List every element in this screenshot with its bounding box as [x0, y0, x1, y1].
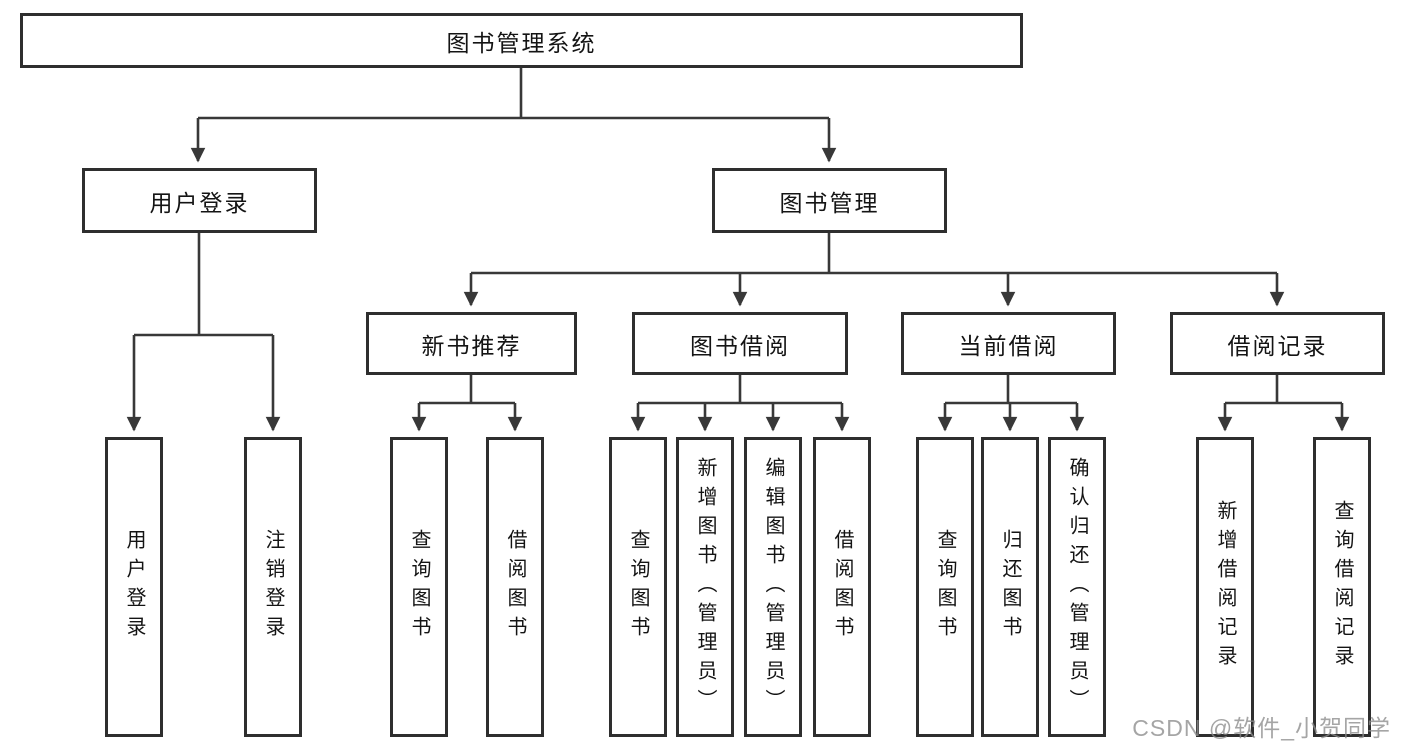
node-recommend-borrow-books: 借阅图书 — [486, 437, 544, 737]
node-current-return-books: 归还图书 — [981, 437, 1039, 737]
node-label: 查询图书 — [627, 529, 649, 645]
node-borrowing-records: 借阅记录 — [1170, 312, 1385, 375]
node-label: 新增图书（管理员） — [694, 456, 716, 718]
node-label: 查询图书 — [934, 529, 956, 645]
node-new-book-recommendation: 新书推荐 — [366, 312, 577, 375]
node-label: 当前借阅 — [958, 332, 1059, 359]
node-label: 注销登录 — [262, 529, 284, 645]
node-current-query-books: 查询图书 — [916, 437, 974, 737]
node-label: 用户登录 — [123, 529, 145, 645]
node-current-borrowing: 当前借阅 — [901, 312, 1116, 375]
node-book-management: 图书管理 — [712, 168, 947, 233]
node-label: 借阅图书 — [831, 529, 853, 645]
node-label: 图书管理系统 — [446, 29, 597, 56]
node-label: 确认归还（管理员） — [1066, 456, 1088, 718]
node-recommend-query-books: 查询图书 — [390, 437, 448, 737]
node-user-login: 用户登录 — [82, 168, 317, 233]
node-label: 查询借阅记录 — [1331, 500, 1353, 674]
node-library-management-system: 图书管理系统 — [20, 13, 1023, 68]
node-logout: 注销登录 — [244, 437, 302, 737]
node-label: 新书推荐 — [421, 332, 522, 359]
node-label: 用户登录 — [149, 189, 250, 216]
node-borrow-query-books: 查询图书 — [609, 437, 667, 737]
node-label: 归还图书 — [999, 529, 1021, 645]
node-current-confirm-return-admin: 确认归还（管理员） — [1048, 437, 1106, 737]
node-label: 图书管理 — [779, 189, 880, 216]
node-borrow-edit-books-admin: 编辑图书（管理员） — [744, 437, 802, 737]
node-records-add-record: 新增借阅记录 — [1196, 437, 1254, 737]
node-user-login-leaf: 用户登录 — [105, 437, 163, 737]
csdn-watermark: CSDN @软件_小贺同学 — [1132, 715, 1391, 741]
node-label: 借阅记录 — [1227, 332, 1328, 359]
node-label: 查询图书 — [408, 529, 430, 645]
node-label: 借阅图书 — [504, 529, 526, 645]
node-records-query-record: 查询借阅记录 — [1313, 437, 1371, 737]
node-label: 新增借阅记录 — [1214, 500, 1236, 674]
node-label: 图书借阅 — [690, 332, 790, 359]
node-book-borrowing: 图书借阅 — [632, 312, 848, 375]
node-borrow-borrow-books: 借阅图书 — [813, 437, 871, 737]
node-borrow-add-books-admin: 新增图书（管理员） — [676, 437, 734, 737]
node-label: 编辑图书（管理员） — [762, 456, 784, 718]
